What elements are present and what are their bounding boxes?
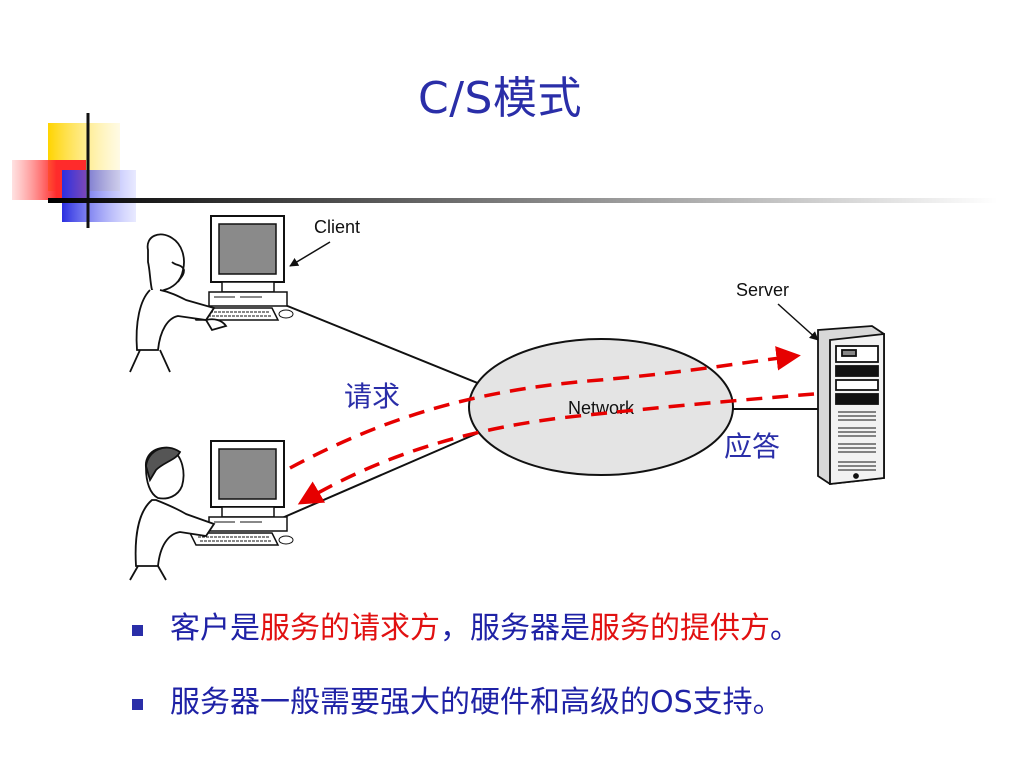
client-label: Client	[314, 217, 360, 237]
client-computer-top	[188, 215, 294, 321]
request-arrow	[289, 346, 801, 470]
client-network-link-bottom	[281, 429, 486, 519]
bullet-marker	[132, 625, 143, 636]
bullet-1-highlight-provide: 服务的提供方	[590, 611, 770, 646]
server-tower	[817, 325, 885, 486]
response-label: 应答	[724, 430, 780, 463]
server-label: Server	[736, 280, 789, 300]
bullet-1-part-1: 客户是	[170, 611, 260, 646]
cs-diagram: Network	[129, 215, 885, 581]
client-pointer	[289, 241, 331, 267]
bullet-1-part-3: ，服务器是	[440, 611, 590, 646]
client-person-top	[129, 233, 228, 373]
page-title: C/S模式	[418, 73, 582, 124]
bullet-1-part-5: 。	[770, 611, 800, 646]
client-person-bottom	[129, 446, 216, 581]
bullet-marker	[132, 699, 143, 710]
server-pointer	[777, 303, 819, 341]
client-network-link-top	[284, 304, 481, 385]
response-arrow	[297, 392, 815, 505]
bullet-1-highlight-request: 服务的请求方	[260, 611, 440, 646]
bullet-2-text: 服务器一般需要强大的硬件和高级的OS支持。	[170, 685, 783, 720]
bullet-item-1: 客户是服务的请求方，服务器是服务的提供方。	[130, 600, 1010, 658]
client-computer-bottom	[188, 440, 294, 546]
bullet-item-2: 服务器一般需要强大的硬件和高级的OS支持。	[130, 674, 1010, 732]
request-label: 请求	[344, 380, 400, 413]
bullet-list: 客户是服务的请求方，服务器是服务的提供方。 服务器一般需要强大的硬件和高级的OS…	[130, 600, 1010, 748]
